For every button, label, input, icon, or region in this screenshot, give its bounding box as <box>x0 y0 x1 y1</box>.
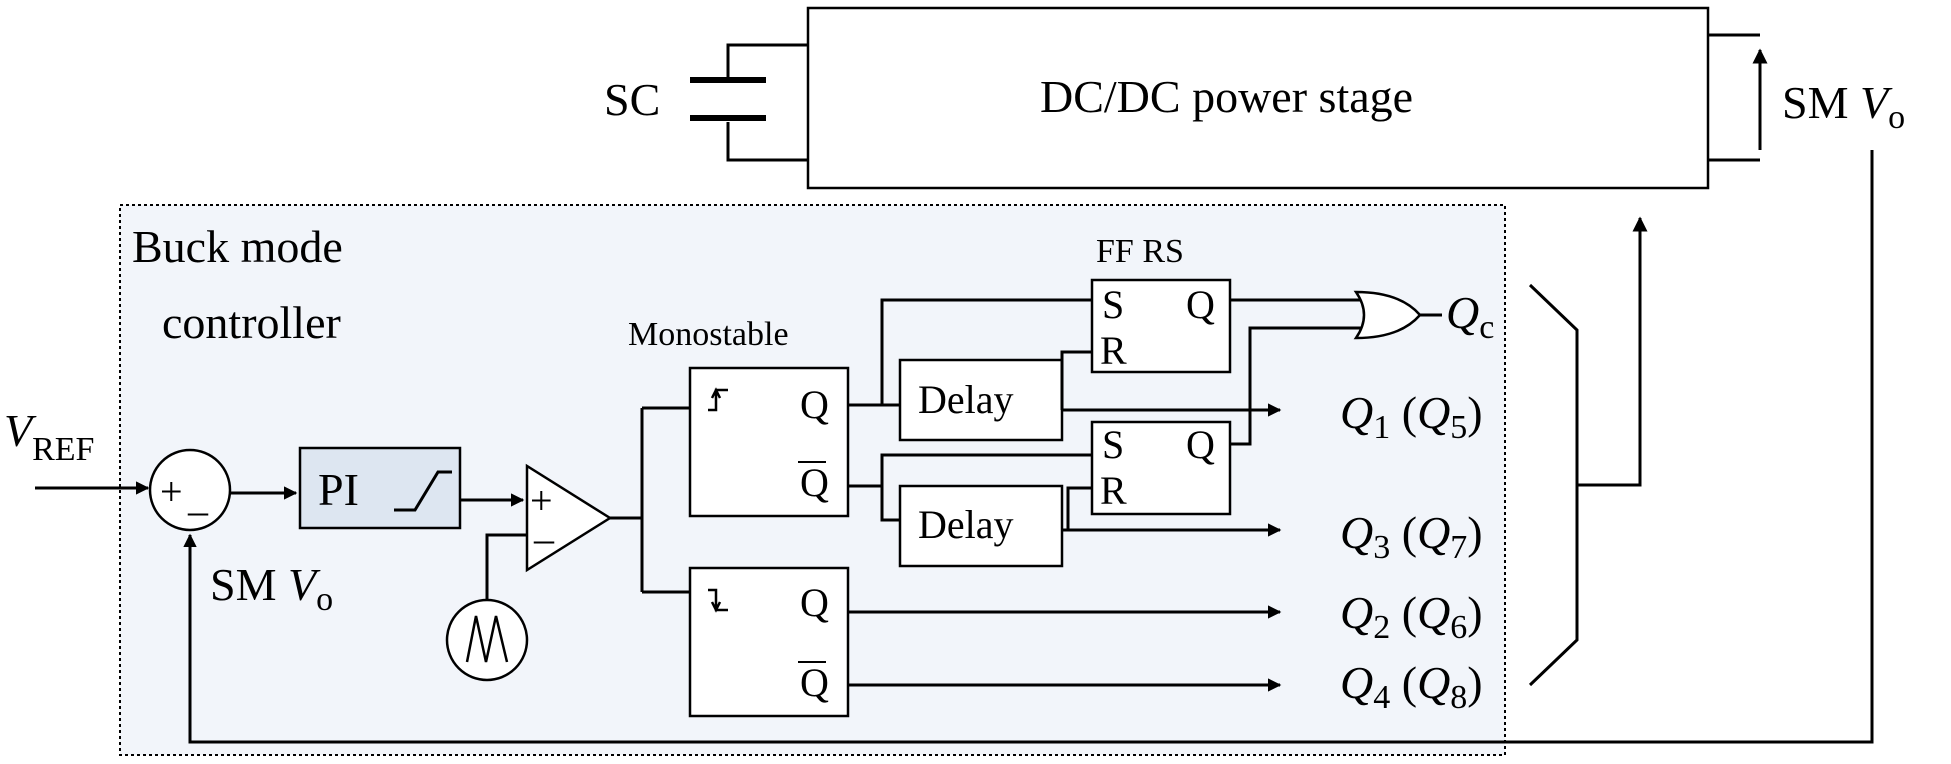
output-q4-q8: Q4 (Q8) <box>1340 657 1483 716</box>
or-gate <box>1353 290 1422 340</box>
ff-bottom-q: Q <box>1186 422 1215 467</box>
ff-top-q: Q <box>1186 282 1215 327</box>
delay-label-1: Delay <box>918 377 1014 422</box>
carrier-source <box>445 598 529 682</box>
monostable-falling-qbar: Q <box>800 660 829 705</box>
feedback-label: SM Vo <box>210 559 333 618</box>
output-qc: Qc <box>1446 287 1494 346</box>
supercapacitor <box>690 43 808 162</box>
output-q3-q7: Q3 (Q7) <box>1340 507 1483 566</box>
pi-label: PI <box>318 464 359 515</box>
pi-limiter-icon <box>394 470 452 512</box>
ff-top-s: S <box>1102 282 1124 327</box>
comparator <box>525 463 613 573</box>
pi-block <box>298 446 462 530</box>
supercapacitor-label: SC <box>604 74 660 125</box>
output-q2-q6: Q2 (Q6) <box>1340 587 1483 646</box>
vref-label: VREF <box>4 405 94 468</box>
delay-label-2: Delay <box>918 502 1014 547</box>
monostable-falling-q: Q <box>800 580 829 625</box>
delay-block-2 <box>898 484 1064 568</box>
ff-rs-top <box>1090 278 1232 374</box>
power-stage-label: DC/DC power stage <box>1040 71 1413 122</box>
monostable-label: Monostable <box>628 316 789 353</box>
ff-top-r: R <box>1100 328 1127 373</box>
controller-title-line2: controller <box>162 297 341 348</box>
rising-edge-icon <box>708 387 728 412</box>
summer-plus: + <box>160 469 183 514</box>
monostable-rising-qbar: Q <box>800 460 829 505</box>
ff-bottom-r: R <box>1100 468 1127 513</box>
ff-bottom-s: S <box>1102 422 1124 467</box>
ff-rs-bottom <box>1090 420 1232 516</box>
power-stage-block <box>806 6 1710 190</box>
comparator-minus: – <box>533 516 555 561</box>
output-voltage-label: SM Vo <box>1782 77 1905 136</box>
triangle-wave-icon <box>465 615 509 663</box>
signal-bus-bracket <box>1528 283 1579 687</box>
feedback-line <box>183 150 1874 744</box>
ff-title: FF RS <box>1096 233 1184 270</box>
monostable-rising-q: Q <box>800 382 829 427</box>
controller-title-line1: Buck mode <box>132 221 343 272</box>
falling-edge-icon <box>708 588 728 613</box>
summer-minus: – <box>187 488 209 533</box>
comparator-plus: + <box>530 478 553 523</box>
summing-junction <box>148 448 232 532</box>
delay-block-1 <box>898 358 1064 442</box>
output-q1-q5: Q1 (Q5) <box>1340 387 1483 446</box>
